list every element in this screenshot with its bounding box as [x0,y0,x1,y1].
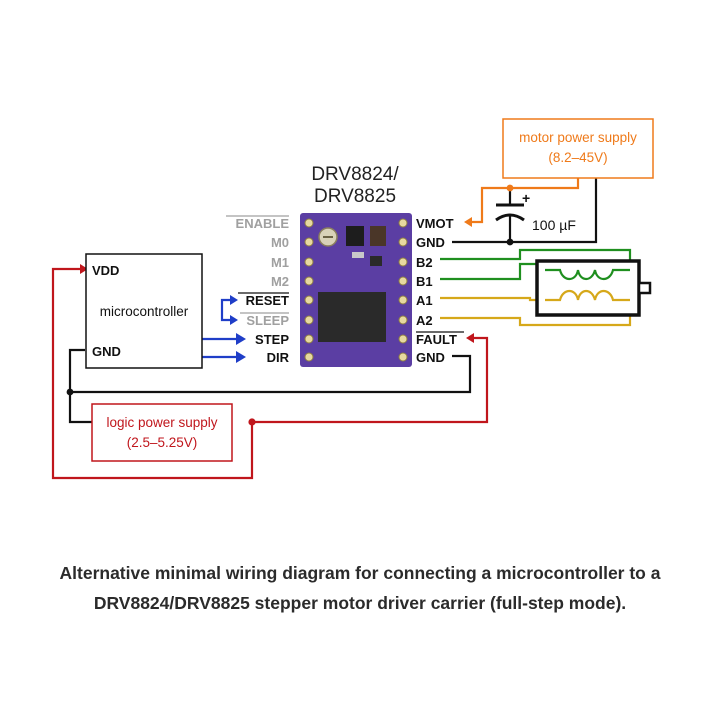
capacitor-value: 100 µF [532,217,576,233]
motor-supply-box [502,118,654,179]
pin-gnd-motor: GND [416,235,445,250]
pin-a1: A1 [416,293,433,308]
caption-line2: DRV8824/DRV8825 stepper motor driver car… [93,593,627,613]
microcontroller-label: microcontroller [100,304,189,319]
wire-logic-vdd [51,267,254,480]
pin-hole [398,315,408,325]
pin-reset: RESET [246,293,289,308]
board-driver-chip [318,292,386,342]
pin-fault: FAULT [416,332,457,347]
arrow-vmot [464,217,472,227]
pin-hole [398,334,408,344]
microcontroller-box [85,253,203,369]
logic-supply-line1: logic power supply [106,415,217,430]
board-component [346,226,364,246]
pin-hole [304,237,314,247]
arrowheads [80,217,474,363]
motor-supply-line1: motor power supply [519,130,637,145]
pin-hole [398,257,408,267]
coil-a-icon [545,289,630,302]
pin-hole [398,352,408,362]
pin-hole [398,295,408,305]
pin-dir: DIR [267,350,290,365]
pin-gnd-logic: GND [416,350,445,365]
pin-m1: M1 [271,255,289,270]
board-component [370,226,386,246]
logic-supply-box [91,403,233,462]
pin-hole [304,257,314,267]
wiring-diagram: + 100 µF motor power supply (8.2–45V) VD… [51,118,654,480]
wire-b2 [440,248,632,270]
pin-sleep: SLEEP [246,313,289,328]
pin-m0: M0 [271,235,289,250]
motor-supply-line2: (8.2–45V) [548,150,607,165]
board-title-line1: DRV8824/ [311,164,399,185]
wire-a1 [440,295,547,302]
arrow-step [236,333,246,345]
right-pin-labels: VMOT GND B2 B1 A1 A2 FAULT GND [416,216,457,365]
pin-hole [304,315,314,325]
arrow-fault [466,333,474,343]
pin-m2: M2 [271,274,289,289]
pin-hole [304,334,314,344]
pin-hole [304,295,314,305]
wire-reset-sleep [220,298,232,322]
microcontroller: VDD microcontroller GND [85,253,203,369]
wire-b1 [440,262,547,281]
pin-hole [304,276,314,286]
coil-b-icon [545,268,630,281]
junction-red [248,418,256,426]
microcontroller-gnd: GND [92,344,121,359]
pin-enable: ENABLE [236,216,290,231]
junction-cap-top [506,184,514,192]
figure-caption: Alternative minimal wiring diagram for c… [0,558,720,618]
caption-line1: Alternative minimal wiring diagram for c… [59,563,661,583]
logic-power-supply: logic power supply (2.5–5.25V) [91,403,233,462]
capacitor-plate-bottom [495,213,525,222]
junctions [66,184,514,426]
wire-fault-logic [252,336,489,424]
board-title-line2: DRV8825 [314,186,396,207]
pin-hole [304,352,314,362]
motor-power-supply: motor power supply (8.2–45V) [502,118,654,179]
pin-vmot: VMOT [416,216,454,231]
pin-b2: B2 [416,255,433,270]
wire-ground [68,348,92,424]
board-component [370,256,382,266]
arrow-vdd [80,264,88,274]
wire-motor-gnd [452,178,598,244]
arrow-sleep [230,315,238,325]
pin-hole [398,237,408,247]
driver-board: DRV8824/ DRV8825 [226,164,464,367]
pin-hole [398,276,408,286]
wire-gnd-right [70,354,472,394]
arrow-dir [236,351,246,363]
pin-b1: B1 [416,274,433,289]
junction-gnd [66,388,74,396]
wire-vmot [470,178,580,224]
capacitor-polarity: + [522,190,530,206]
pin-a2: A2 [416,313,433,328]
pin-hole [398,218,408,228]
board-pin-holes [304,218,408,362]
motor-shaft [637,281,652,295]
stepper-motor [535,259,652,317]
junction-cap-bottom [506,238,514,246]
microcontroller-vdd: VDD [92,263,119,278]
capacitor: + 100 µF [495,190,576,233]
logic-supply-line2: (2.5–5.25V) [127,435,198,450]
pin-hole [304,218,314,228]
pin-step: STEP [255,332,289,347]
board-component [352,252,364,258]
arrow-reset [230,295,238,305]
left-pin-labels: ENABLE M0 M1 M2 RESET SLEEP STEP DIR [236,216,290,365]
